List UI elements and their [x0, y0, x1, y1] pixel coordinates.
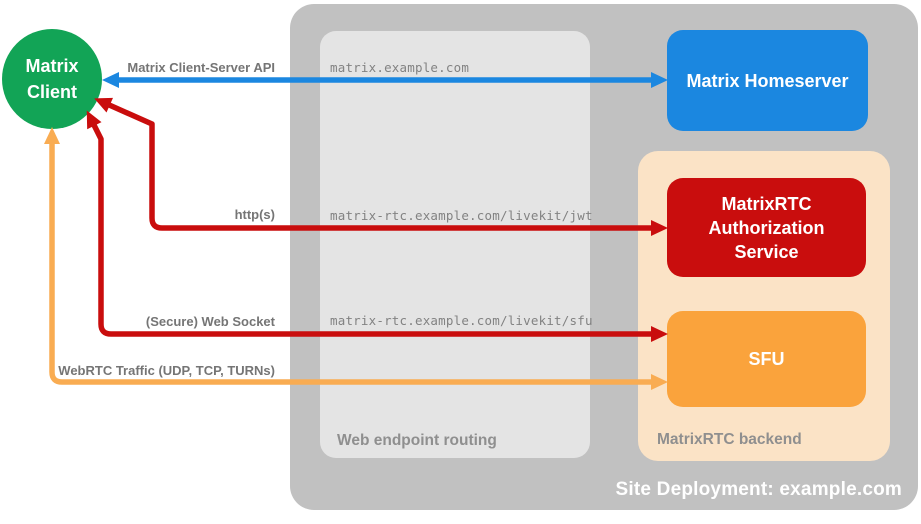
endpoint-url-livekit-sfu: matrix-rtc.example.com/livekit/sfu: [330, 313, 593, 328]
matrixrtc-backend-caption: MatrixRTC backend: [657, 431, 802, 448]
web-endpoint-routing-caption: Web endpoint routing: [337, 432, 497, 449]
arrow-label-https: http(s): [234, 207, 275, 222]
matrix-homeserver-node: Matrix Homeserver: [667, 30, 868, 131]
matrix-client-label-line2: Client: [26, 82, 77, 102]
matrix-homeserver-label: Matrix Homeserver: [686, 70, 849, 91]
auth-service-label-line3: Service: [734, 241, 799, 262]
endpoint-url-livekit-jwt: matrix-rtc.example.com/livekit/jwt: [330, 208, 593, 223]
web-endpoint-routing-box: Web endpoint routing: [320, 31, 590, 458]
auth-service-label-line1: MatrixRTC: [721, 193, 812, 214]
matrixrtc-auth-service-node: MatrixRTC Authorization Service: [667, 178, 866, 277]
auth-service-label-line2: Authorization: [708, 217, 825, 238]
arrow-label-client-server-api: Matrix Client-Server API: [127, 60, 275, 75]
site-deployment-caption: Site Deployment: example.com: [615, 479, 902, 500]
matrix-client-label-line1: Matrix: [25, 56, 79, 76]
matrix-client-node: Matrix Client: [2, 29, 102, 129]
sfu-node: SFU: [667, 311, 866, 407]
arrow-label-webrtc-traffic: WebRTC Traffic (UDP, TCP, TURNs): [58, 363, 275, 378]
endpoint-url-homeserver: matrix.example.com: [330, 60, 470, 75]
sfu-label: SFU: [748, 349, 785, 369]
arrow-label-web-socket: (Secure) Web Socket: [145, 314, 275, 329]
